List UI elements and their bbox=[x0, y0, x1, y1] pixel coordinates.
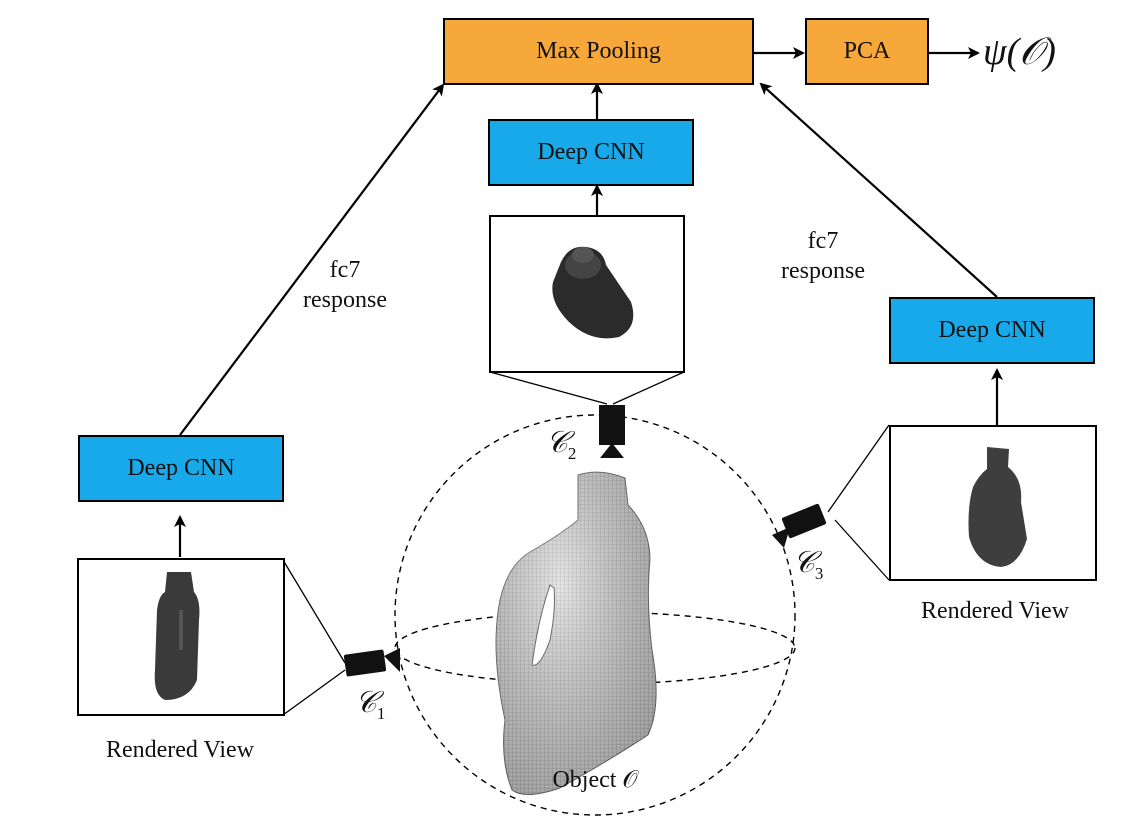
view-sphere bbox=[394, 414, 796, 816]
deep-cnn-box-right: Deep CNN bbox=[889, 297, 1095, 364]
rendered-view-label-right: Rendered View bbox=[920, 598, 1070, 624]
deep-cnn-label: Deep CNN bbox=[938, 317, 1046, 343]
max-pooling-box: Max Pooling bbox=[443, 18, 754, 85]
rendered-bottle-top-icon bbox=[552, 246, 634, 339]
camera-c1-icon bbox=[343, 648, 400, 677]
deep-cnn-box-center: Deep CNN bbox=[488, 119, 694, 186]
camera-c1-label: 𝒞1 bbox=[355, 686, 386, 724]
pca-label: PCA bbox=[843, 38, 891, 64]
max-pooling-label: Max Pooling bbox=[536, 38, 661, 64]
bottle-mesh-icon bbox=[495, 471, 657, 795]
rendered-bottle-icon bbox=[154, 572, 200, 700]
rendered-view-image-center bbox=[489, 215, 685, 373]
response-text: response bbox=[303, 287, 387, 313]
camera-c3-icon bbox=[772, 503, 827, 548]
camera-c2-label: 𝒞2 bbox=[546, 426, 577, 464]
rendered-bottle-icon bbox=[968, 447, 1027, 567]
rendered-view-image-right bbox=[889, 425, 1097, 581]
camera-c3-label: 𝒞3 bbox=[793, 546, 824, 584]
pca-box: PCA bbox=[805, 18, 929, 85]
arrow-cnn1-to-pooling bbox=[179, 83, 445, 436]
rendered-view-image-left bbox=[77, 558, 285, 716]
fc7-text: fc7 bbox=[329, 257, 361, 283]
deep-cnn-label: Deep CNN bbox=[537, 139, 645, 165]
camera-frustum-lines bbox=[282, 371, 890, 716]
fc7-response-label-right: fc7 response bbox=[758, 226, 888, 286]
response-text: response bbox=[781, 258, 865, 284]
object-label: Object 𝒪 bbox=[552, 767, 638, 793]
fc7-response-label-left: fc7 response bbox=[280, 255, 410, 315]
deep-cnn-label: Deep CNN bbox=[127, 455, 235, 481]
rendered-view-label-left: Rendered View bbox=[105, 737, 255, 763]
arrow-cnn3-to-pooling bbox=[759, 82, 998, 298]
output-descriptor: ψ(𝒪) bbox=[983, 31, 1056, 73]
deep-cnn-box-left: Deep CNN bbox=[78, 435, 284, 502]
fc7-text: fc7 bbox=[807, 228, 839, 254]
camera-c2-icon bbox=[599, 405, 625, 458]
